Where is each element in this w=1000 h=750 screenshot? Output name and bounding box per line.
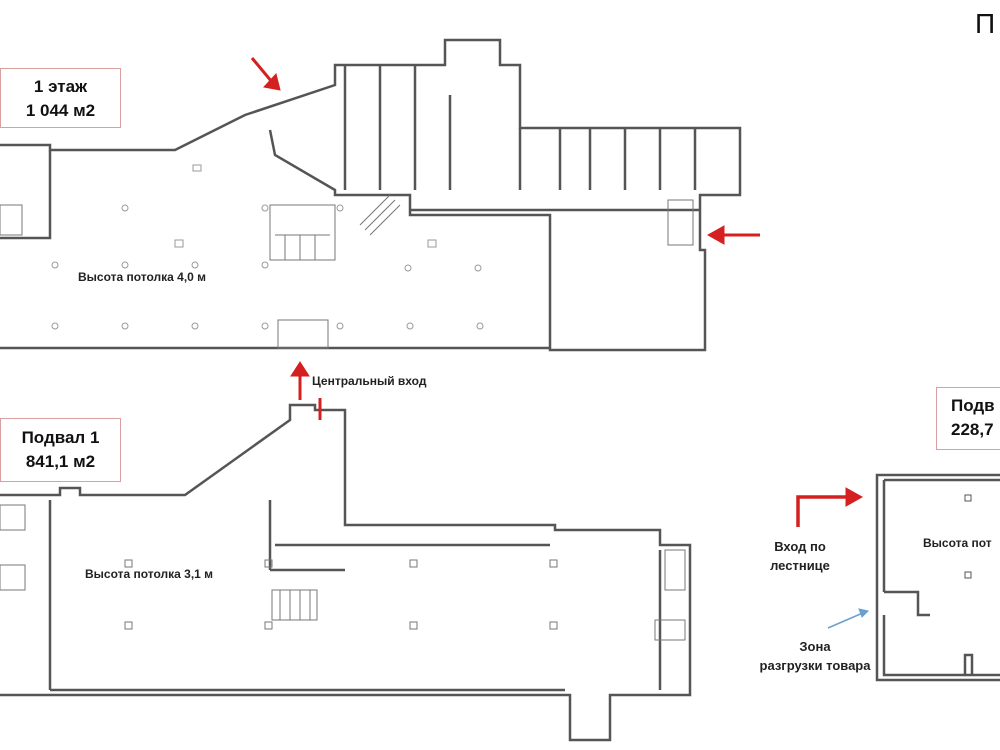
arrows [250, 57, 869, 629]
stair-entry-line1: Вход по [774, 539, 826, 554]
floor1-label-box: 1 этаж 1 044 м2 [0, 68, 121, 128]
basement2-walls [875, 473, 1000, 682]
basement1-details [0, 504, 686, 641]
stair-entry-line2: лестнице [770, 558, 830, 573]
unloading-line2: разгрузки товара [759, 658, 871, 673]
unloading-line1: Зона [799, 639, 831, 654]
basement2-label-box: Подв 228,7 [936, 387, 1000, 450]
basement1-ceiling: Высота потолка 3,1 м [85, 567, 214, 581]
basement1-title: Подвал 1 [21, 428, 100, 447]
floor1-area: 1 044 м2 [25, 101, 96, 120]
floor1-title: 1 этаж [33, 77, 88, 96]
page-title: П [975, 8, 996, 39]
basement1-walls [0, 403, 692, 742]
basement2-area: 228,7 [951, 420, 994, 439]
floor1-details [0, 194, 694, 349]
stair-entry-label: Вход по лестнице [755, 537, 845, 575]
basement2-title: Подв [951, 396, 995, 415]
central-entrance-label: Центральный вход [312, 374, 427, 388]
basement1-label-box: Подвал 1 841,1 м2 [0, 418, 121, 482]
floor1-walls [0, 38, 742, 352]
basement1-area: 841,1 м2 [25, 452, 96, 471]
unloading-zone-label: Зона разгрузки товара [755, 637, 875, 675]
basement2-ceiling: Высота пот [923, 536, 992, 550]
columns [51, 164, 484, 330]
floor1-ceiling: Высота потолка 4,0 м [78, 270, 207, 284]
